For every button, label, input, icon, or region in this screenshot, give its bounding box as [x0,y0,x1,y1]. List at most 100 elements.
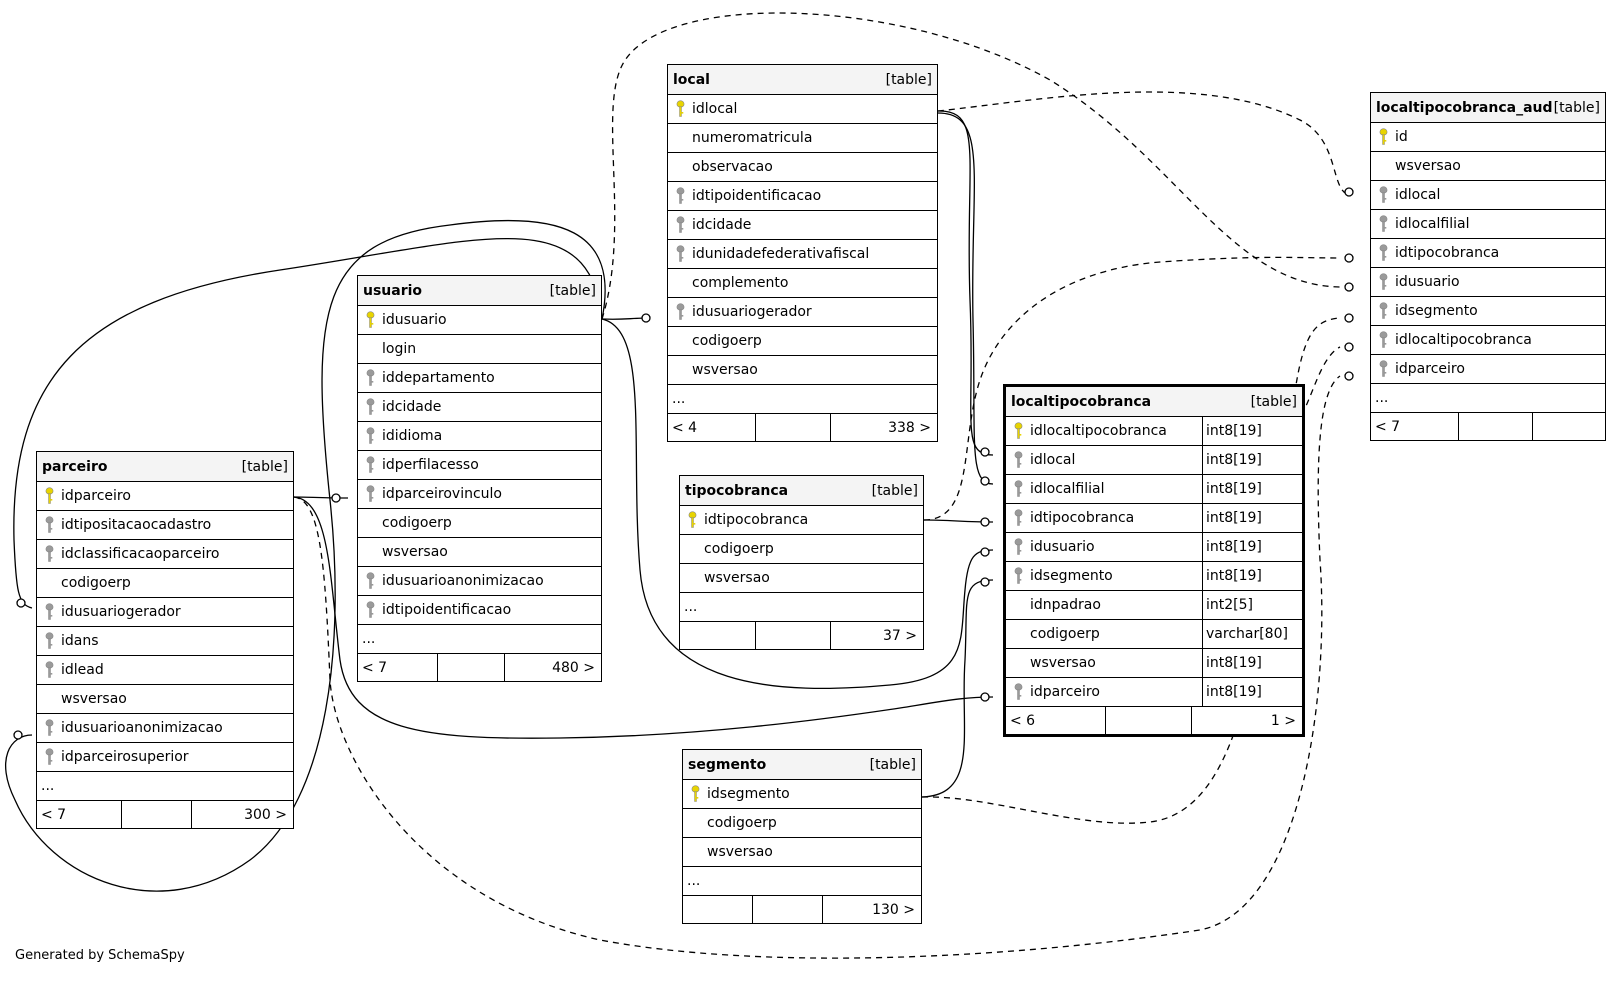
more-columns[interactable]: ... [668,385,937,414]
column-row[interactable]: idtipoidentificacao [358,596,601,625]
column-row[interactable]: idtipoidentificacao [668,182,937,211]
column-row[interactable]: idclassificacaoparceiro [37,540,293,569]
column-row[interactable]: observacao [668,153,937,182]
column-row[interactable]: idunidadefederativafiscal [668,240,937,269]
column-row[interactable]: idusuario [1371,268,1605,297]
children-link[interactable]: 130 > [872,901,915,918]
column-row[interactable]: idparceiro [1371,355,1605,384]
more-columns-ellipsis: ... [684,599,698,615]
column-row[interactable]: wsversao [1371,152,1605,181]
column-name: wsversao [61,691,127,707]
more-columns[interactable]: ... [680,593,923,622]
column-row[interactable]: wsversao [683,838,921,867]
column-row[interactable]: idtipositacaocadastro [37,511,293,540]
column-row[interactable]: codigoerp [680,535,923,564]
column-row[interactable]: iddepartamento [358,364,601,393]
column-row[interactable]: idsegmento [1371,297,1605,326]
parents-link[interactable]: < 6 [1006,707,1106,734]
children-link[interactable]: 338 > [888,419,931,436]
column-row[interactable]: codigoerp [358,509,601,538]
column-row[interactable]: idcidade [668,211,937,240]
more-columns[interactable]: ... [358,625,601,654]
table-localtipocobranca[interactable]: localtipocobranca[table]idlocaltipocobra… [1003,384,1305,737]
column-row[interactable]: idusuariogerador [668,298,937,327]
column-row[interactable]: idparceirosuperior [37,743,293,772]
table-header[interactable]: local[table] [668,65,937,95]
table-header[interactable]: localtipocobranca[table] [1006,387,1302,417]
column-row[interactable]: idlocalfilial [1371,210,1605,239]
column-row[interactable]: idusuarioanonimizacao [37,714,293,743]
table-header[interactable]: tipocobranca[table] [680,476,923,506]
marker-local-idusuariogerador [641,313,651,323]
table-header[interactable]: usuario[table] [358,276,601,306]
parents-link[interactable]: < 7 [358,654,438,681]
generated-by-label[interactable]: Generated by SchemaSpy [15,948,185,963]
foreign-key-icon [37,545,61,563]
footer-middle [1106,707,1192,734]
children-link[interactable]: 1 > [1270,712,1296,729]
parents-link[interactable]: < 4 [668,414,756,441]
table-header[interactable]: parceiro[table] [37,452,293,482]
column-row[interactable]: numeromatricula [668,124,937,153]
column-row[interactable]: idusuarioanonimizacao [358,567,601,596]
column-row[interactable]: idlead [37,656,293,685]
column-row[interactable]: idusuariogerador [37,598,293,627]
parents-link[interactable]: < 7 [1371,413,1459,440]
column-row[interactable]: codigoerp [668,327,937,356]
column-row[interactable]: wsversao [37,685,293,714]
parents-link[interactable] [680,622,756,649]
more-columns[interactable]: ... [683,867,921,896]
column-row[interactable]: wsversao [668,356,937,385]
more-columns-ellipsis: ... [41,778,55,794]
children-link[interactable]: 37 > [883,627,917,644]
column-row[interactable]: idcidade [358,393,601,422]
column-row[interactable]: id [1371,123,1605,152]
column-row[interactable]: wsversao [358,538,601,567]
column-row[interactable]: idans [37,627,293,656]
column-row[interactable]: idlocaltipocobranca [1371,326,1605,355]
column-row[interactable]: idlocal [1371,181,1605,210]
column-row[interactable]: idtipocobranca [680,506,923,535]
children-link[interactable]: 300 > [244,806,287,823]
children-link[interactable] [1533,413,1605,440]
column-row[interactable]: idparceiro [37,482,293,511]
parents-link[interactable]: < 7 [37,801,122,828]
table-header[interactable]: segmento[table] [683,750,921,780]
table-header[interactable]: localtipocobranca_aud[table] [1371,93,1605,123]
column-row[interactable]: ididioma [358,422,601,451]
marker-ltc-idlocal [980,447,990,457]
column-row[interactable]: complemento [668,269,937,298]
column-row[interactable]: codigoerp [37,569,293,598]
column-row[interactable]: codigoerp [683,809,921,838]
more-columns[interactable]: ... [37,772,293,801]
parents-link[interactable] [683,896,753,923]
more-columns[interactable]: ... [1371,384,1605,413]
column-row[interactable]: idlocal [668,95,937,124]
column-row[interactable]: login [358,335,601,364]
column-row[interactable]: idsegmento [683,780,921,809]
table-name: localtipocobranca_aud [1376,99,1553,116]
column-row[interactable]: wsversao [680,564,923,593]
column-row[interactable]: idtipocobranca [1371,239,1605,268]
children-link[interactable]: 480 > [552,659,595,676]
column-row[interactable]: idusuario [358,306,601,335]
column-row[interactable]: idparceirovinculo [358,480,601,509]
foreign-key-icon [37,748,61,766]
column-row[interactable]: idperfilacesso [358,451,601,480]
